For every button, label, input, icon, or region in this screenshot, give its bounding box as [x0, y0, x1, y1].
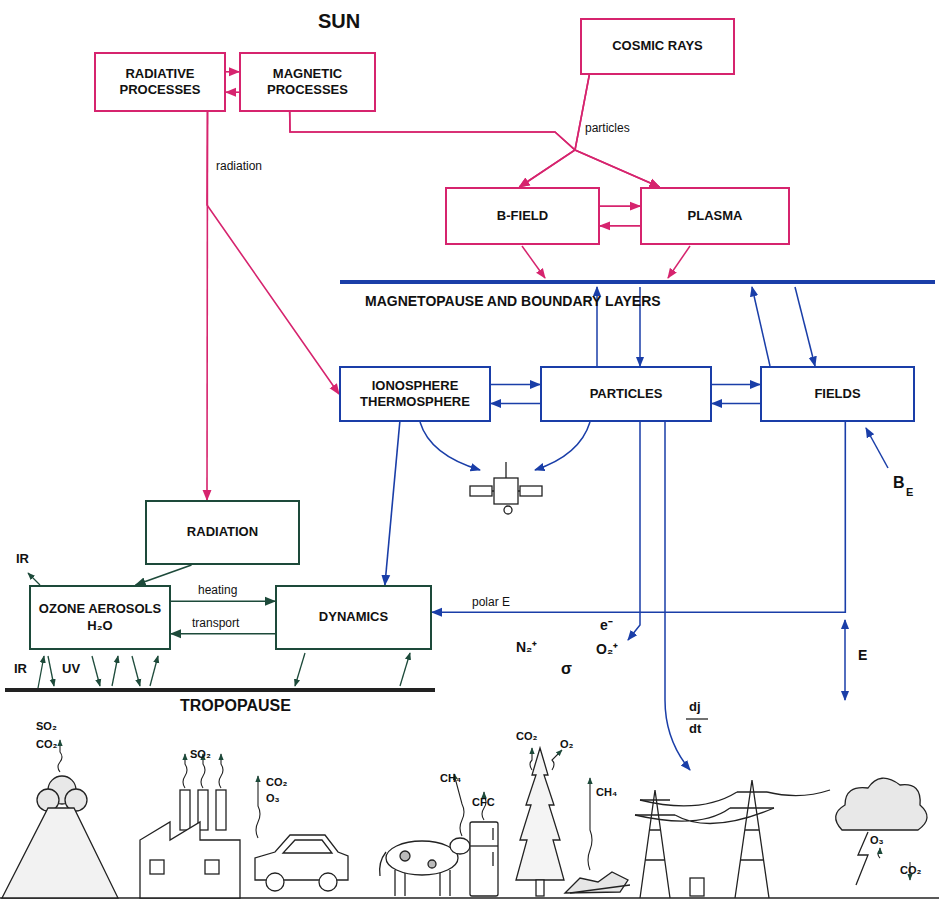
- connector-arrow: [575, 75, 660, 187]
- gas-label: CFC: [472, 796, 495, 808]
- gas-label: CO₂: [36, 738, 57, 750]
- box-label: PLASMA: [688, 208, 743, 224]
- gas-label: CO₂: [900, 864, 921, 876]
- thundercloud: [836, 778, 927, 885]
- particle-symbol: e⁻: [600, 618, 613, 633]
- connector-arrow: [136, 565, 192, 585]
- box-label: PARTICLES: [590, 386, 663, 402]
- magnetosphere-box: FIELDS: [760, 366, 915, 422]
- field-symbol: B: [893, 474, 905, 492]
- atmosphere-box: RADIATION: [145, 500, 300, 565]
- gas-label: O₃: [870, 834, 884, 846]
- field-symbol: E: [858, 648, 867, 663]
- sun-process-box: MAGNETIC PROCESSES: [239, 52, 376, 112]
- solar-wind-box: PLASMA: [640, 187, 790, 245]
- gas-label: SO₂: [190, 748, 211, 760]
- current-derivative: dt: [689, 722, 701, 736]
- box-label: OZONE AEROSOLS H₂O: [37, 601, 163, 634]
- flow-label: particles: [585, 122, 630, 135]
- connector-label: radiation: [214, 160, 264, 173]
- particle-symbol: O₂⁺: [596, 642, 618, 657]
- gas-label: O₂: [560, 738, 573, 750]
- connector-arrow: [290, 112, 575, 187]
- cosmic-ray-box: COSMIC RAYS: [580, 18, 735, 75]
- boundary-label: TROPOPAUSE: [180, 697, 291, 715]
- box-label: COSMIC RAYS: [612, 38, 703, 54]
- gas-label: CH₄: [440, 772, 461, 784]
- gas-label: SO₂: [36, 720, 57, 732]
- solar-wind-box: B-FIELD: [445, 187, 600, 245]
- particle-symbol: N₂⁺: [516, 640, 537, 655]
- connector-arrow: [600, 205, 640, 207]
- connector-arrow: [385, 422, 400, 585]
- gas-label: CO₂: [516, 730, 537, 742]
- gas-label: CH₄: [596, 786, 617, 798]
- connector-label: heating: [196, 584, 239, 597]
- gas-label: O₃: [266, 792, 280, 804]
- radiation-label: IR: [14, 662, 27, 676]
- radiation-label: IR: [16, 552, 29, 566]
- magnetosphere-box: PARTICLES: [540, 366, 712, 422]
- tropopause-line: [5, 688, 435, 692]
- connector-label: transport: [190, 617, 241, 630]
- connector-arrow: [226, 91, 239, 93]
- connector-arrow: [600, 225, 640, 227]
- connector-arrow: [290, 112, 660, 187]
- connector-arrow: [171, 633, 275, 635]
- connector-arrow: [171, 600, 275, 602]
- power-pylons: [635, 780, 830, 898]
- cow: [380, 838, 470, 896]
- box-label: RADIATIVE PROCESSES: [102, 66, 218, 99]
- heading: SUN: [318, 10, 360, 32]
- magnetopause-line: [340, 280, 935, 284]
- current-derivative: dj: [689, 700, 701, 714]
- connector-arrow: [491, 384, 540, 386]
- radiation-label: UV: [62, 662, 80, 676]
- box-label: MAGNETIC PROCESSES: [247, 66, 368, 99]
- box-label: FIELDS: [814, 386, 860, 402]
- connector-arrow: [712, 403, 760, 405]
- connector-arrow: [207, 112, 339, 394]
- sun-process-box: RADIATIVE PROCESSES: [94, 52, 226, 112]
- field-subscript: E: [906, 486, 913, 498]
- magnetosphere-box: IONOSPHERE THERMOSPHERE: [339, 366, 491, 422]
- atmosphere-box: OZONE AEROSOLS H₂O: [29, 585, 171, 650]
- boundary-label: MAGNETOPAUSE AND BOUNDARY LAYERS: [365, 294, 661, 309]
- car: [255, 835, 348, 891]
- connector-arrow: [226, 71, 239, 73]
- box-label: IONOSPHERE THERMOSPHERE: [347, 378, 483, 411]
- refrigerator: [470, 822, 498, 896]
- connector-arrow: [432, 422, 845, 612]
- fallen-tree: [565, 872, 630, 893]
- gas-label: CO₂: [266, 776, 287, 788]
- box-label: DYNAMICS: [319, 609, 388, 625]
- satellite: [470, 462, 542, 514]
- box-label: B-FIELD: [497, 208, 548, 224]
- conductivity-symbol: σ: [561, 660, 572, 678]
- factory: [140, 790, 240, 898]
- connector-arrow: [712, 384, 760, 386]
- connector-arrow: [491, 403, 540, 405]
- box-label: RADIATION: [187, 524, 258, 540]
- connector-label: polar E: [470, 596, 512, 609]
- tree: [516, 748, 564, 896]
- volcano: [2, 776, 118, 898]
- atmosphere-box: DYNAMICS: [275, 585, 432, 650]
